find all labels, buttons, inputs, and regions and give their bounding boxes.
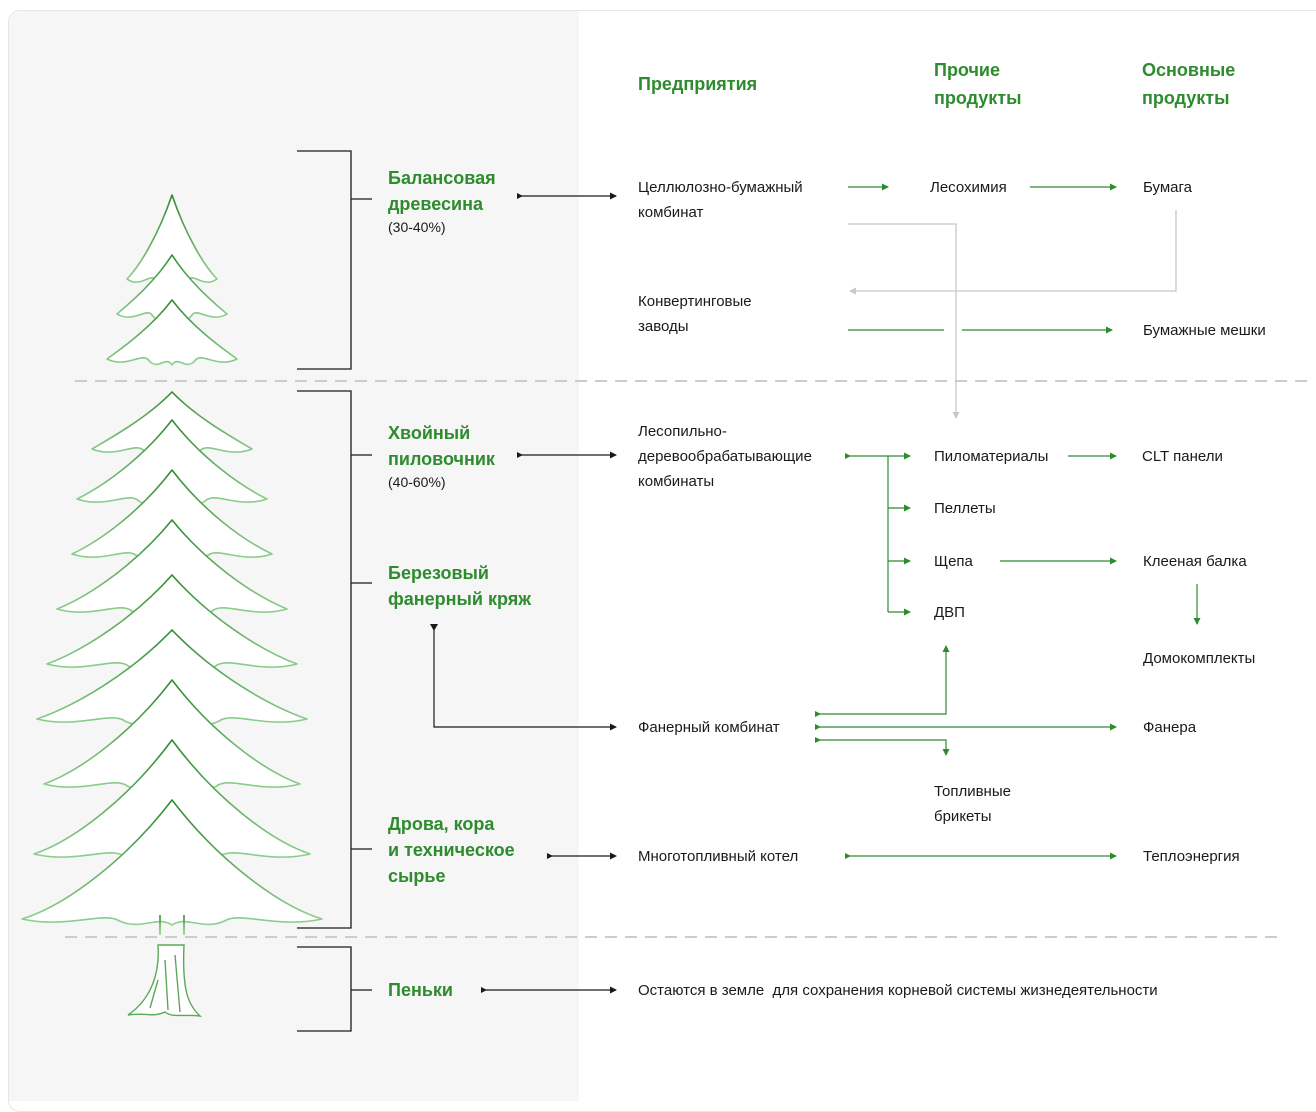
product-plywood: Фанера: [1143, 719, 1197, 736]
tree-tier: [106, 299, 238, 366]
category-firewood-bark: Дрова, кора и техническое сырье: [388, 814, 515, 886]
enterprise-pulp-mill: Целлюлозно-бумажный комбинат: [638, 179, 803, 221]
stumps-note: Остаются в земле для сохранения корневой…: [638, 982, 1158, 999]
enterprise-plywood-mill: Фанерный комбинат: [638, 719, 780, 736]
enterprise-multifuel-boiler: Многотопливный котел: [638, 848, 799, 865]
header-main-products: Основные продукты: [1142, 60, 1236, 108]
product-pellets: Пеллеты: [934, 500, 996, 517]
product-fuel-briquettes: Топливные брикеты: [934, 783, 1011, 825]
category-conifer-percent: (40-60%): [388, 474, 446, 490]
category-balance-percent: (30-40%): [388, 219, 446, 235]
enterprise-sawmill: Лесопильно- деревообрабатывающие комбина…: [638, 423, 812, 490]
product-chips: Щепа: [934, 553, 973, 570]
category-birch-veneer-logs: Березовый фанерный кряж: [388, 563, 531, 609]
enterprise-converting-plants: Конвертинговые заводы: [638, 293, 752, 335]
header-other-products: Прочие продукты: [934, 60, 1022, 108]
category-conifer-sawlogs: Хвойный пиловочник: [388, 423, 495, 469]
header-enterprises: Предприятия: [638, 74, 758, 94]
product-glulam-beam: Клееная балка: [1143, 553, 1247, 570]
category-stumps: Пеньки: [388, 980, 453, 1000]
product-paper-bags: Бумажные мешки: [1143, 322, 1266, 339]
tree-trunk: [159, 915, 185, 935]
product-paper: Бумага: [1143, 179, 1192, 196]
product-house-kits: Домокомплекты: [1143, 650, 1256, 667]
product-fiberboard: ДВП: [934, 604, 965, 621]
product-lumber: Пиломатериалы: [934, 448, 1049, 465]
tree-tier: [21, 799, 323, 926]
product-heat-energy: Теплоэнергия: [1143, 848, 1240, 865]
category-balance-wood: Балансовая древесина: [388, 168, 496, 214]
product-clt-panels: CLT панели: [1142, 448, 1223, 465]
product-wood-chemistry: Лесохимия: [930, 179, 1007, 196]
